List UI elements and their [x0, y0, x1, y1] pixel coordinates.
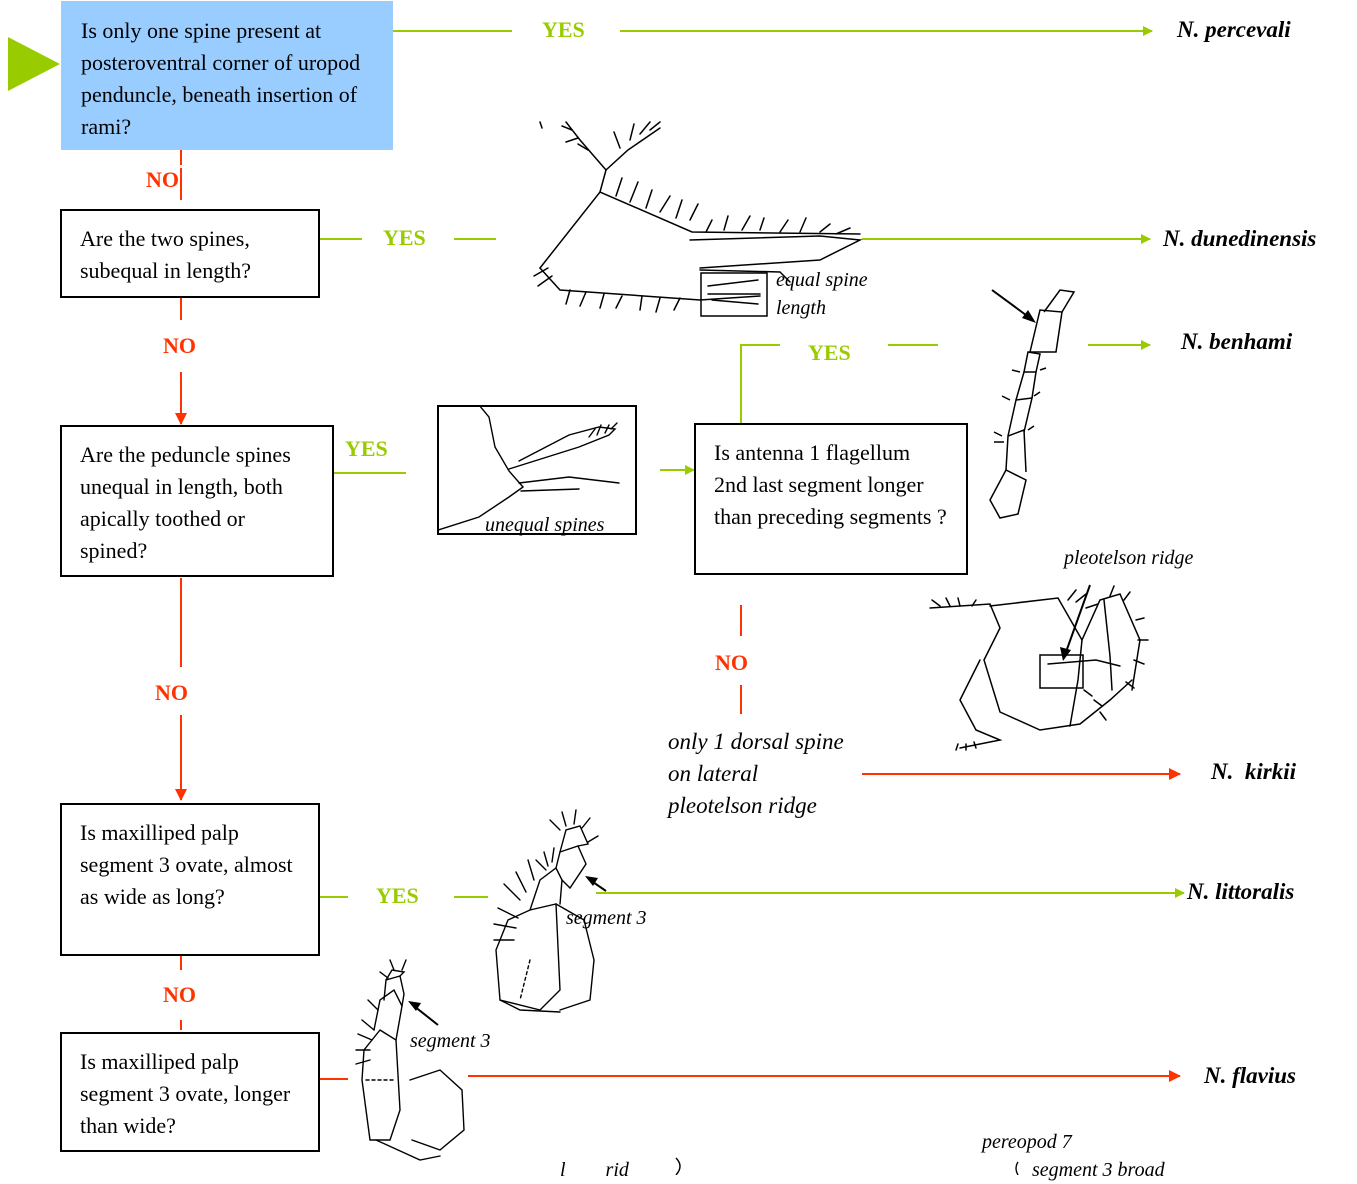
uropod-unequal-spines-illustration	[434, 404, 620, 532]
species-littoralis: N. littoralis	[1187, 879, 1295, 904]
label-q4-yes: YES	[808, 340, 851, 365]
label-q3-yes: YES	[345, 436, 388, 461]
question-box-2[interactable]: Are the two spines, subequal in length?	[60, 209, 320, 298]
species-percevali: N. percevali	[1177, 17, 1291, 42]
label-q1-no: NO	[146, 167, 179, 192]
caption-unequal-spines: unequal spines	[485, 514, 605, 536]
label-q3-no: NO	[155, 680, 188, 705]
caption-pereopod-7: pereopod 7	[982, 1131, 1072, 1153]
equal-spine-box	[700, 272, 768, 317]
caption-segment-3-flavius: segment 3	[410, 1030, 491, 1052]
caption-bottom-partial: l rid	[560, 1159, 629, 1181]
label-q1-yes: YES	[542, 17, 585, 42]
species-dunedinensis: N. dunedinensis	[1163, 226, 1317, 251]
label-q2-yes: YES	[383, 225, 426, 250]
question-box-5[interactable]: Is maxilliped palp segment 3 ovate, almo…	[60, 803, 320, 956]
species-flavius: N. flavius	[1204, 1063, 1296, 1088]
pleotelson-ridge-box	[1039, 654, 1084, 689]
caption-equal-spine-length: equal spine length	[776, 269, 868, 319]
caption-segment-3-broad: segment 3 broad	[1032, 1159, 1165, 1181]
label-q4-no: NO	[715, 650, 748, 675]
species-benhami: N. benhami	[1181, 329, 1293, 354]
unequal-spines-inset: unequal spines	[434, 404, 637, 536]
play-triangle-icon	[8, 37, 60, 91]
label-q5-no: NO	[163, 982, 196, 1007]
question-box-6[interactable]: Is maxilliped palp segment 3 ovate, long…	[60, 1032, 320, 1152]
label-q5-yes: YES	[376, 883, 419, 908]
question-box-3[interactable]: Are the peduncle spines unequal in lengt…	[60, 425, 334, 577]
species-kirkii: N. kirkii	[1211, 759, 1296, 784]
caption-pleotelson-ridge: pleotelson ridge	[1064, 547, 1194, 569]
note-kirkii: only 1 dorsal spine on lateral pleotelso…	[668, 729, 844, 818]
label-q2-no: NO	[163, 333, 196, 358]
question-box-1[interactable]: Is only one spine present at posterovent…	[61, 1, 393, 150]
arrow-head-icon	[1022, 310, 1036, 323]
caption-segment-3-littoralis: segment 3	[566, 907, 647, 929]
question-box-4[interactable]: Is antenna 1 flagellum 2nd last segment …	[694, 423, 968, 575]
